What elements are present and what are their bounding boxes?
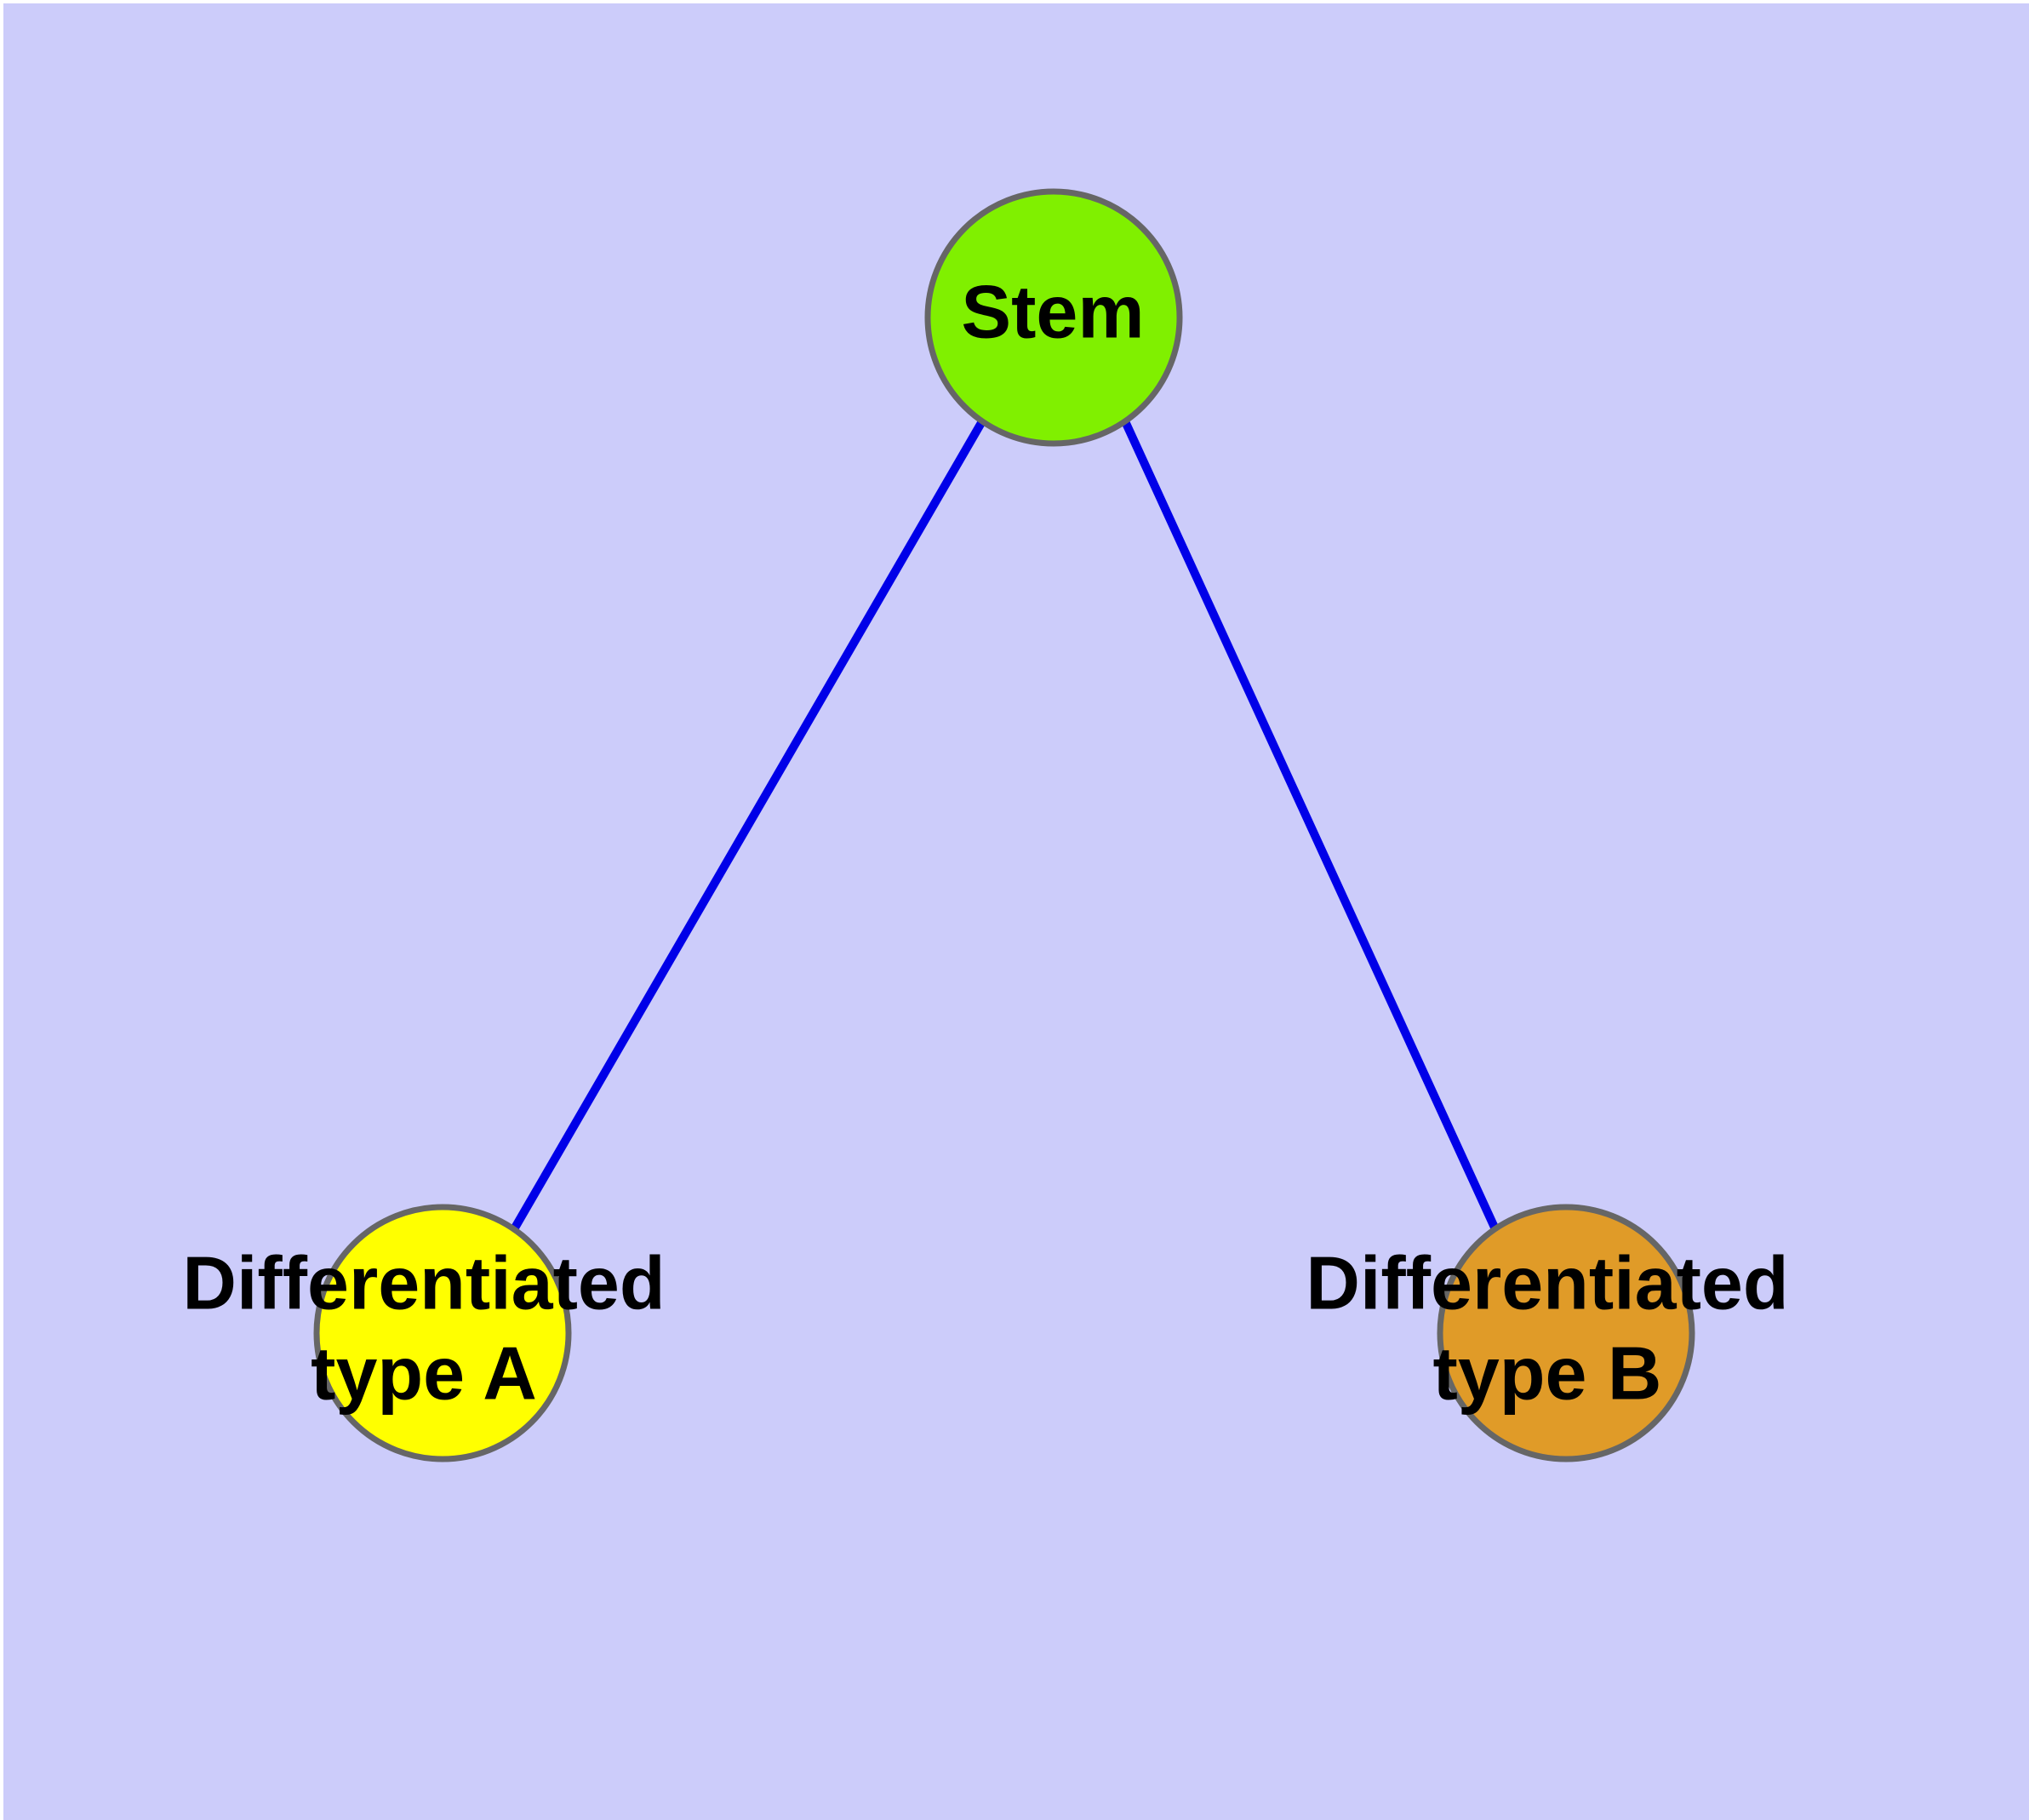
node-stem-label: Stem bbox=[961, 269, 1144, 353]
node-stem[interactable] bbox=[924, 188, 1183, 447]
node-differentiated-type-a-label-line1: Differentiated bbox=[182, 1240, 665, 1325]
node-differentiated-type-a[interactable] bbox=[313, 1204, 572, 1462]
edge-stem-to-differentiated-type-b[interactable] bbox=[1121, 419, 1500, 1232]
node-differentiated-type-b[interactable] bbox=[1437, 1204, 1695, 1462]
edge-stem-to-differentiated-type-a[interactable] bbox=[510, 419, 986, 1232]
node-layer bbox=[313, 188, 1695, 1462]
node-differentiated-type-b-label-line2: type B bbox=[1433, 1331, 1662, 1415]
label-layer: Stem Differentiated type A Differentiate… bbox=[182, 269, 1788, 1415]
node-differentiated-type-b-label-line1: Differentiated bbox=[1306, 1240, 1788, 1325]
edge-layer bbox=[510, 419, 1500, 1232]
node-differentiated-type-a-label-line2: type A bbox=[311, 1331, 537, 1415]
